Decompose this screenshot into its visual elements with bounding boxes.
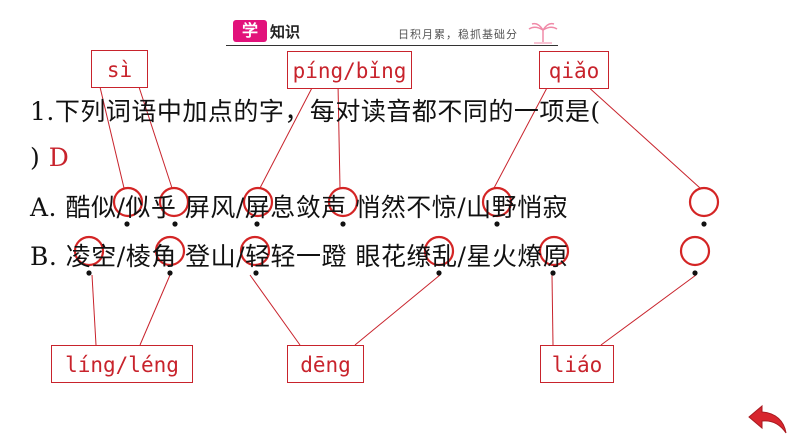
pinyin-box-ping-bing: píng/bǐng xyxy=(287,51,412,89)
section-header: 学 知识 日积月累，稳抓基础分 xyxy=(226,20,558,46)
option-b: B. 凌空/棱角 登山/轻轻一蹬 眼花缭乱/星火燎原 xyxy=(30,242,569,271)
section-tagline: 日积月累，稳抓基础分 xyxy=(398,28,518,41)
pinyin-box-liao: liáo xyxy=(540,345,614,383)
pinyin-box-deng: dēng xyxy=(287,345,364,383)
section-title: 知识 xyxy=(270,23,301,41)
answer-label: D xyxy=(48,143,70,172)
question-stem: 1.下列词语中加点的字，每对读音都不同的一项是( xyxy=(30,97,601,126)
section-badge: 学 xyxy=(233,20,267,42)
pinyin-box-ling-leng: líng/léng xyxy=(51,345,193,383)
pinyin-box-si: sì xyxy=(91,50,148,88)
option-a: A. 酷似/似乎 屏风/屏息敛声 悄然不惊/山野悄寂 xyxy=(30,193,569,222)
highlight-circles xyxy=(73,186,720,267)
back-arrow-icon[interactable] xyxy=(746,398,790,438)
header-divider xyxy=(226,45,558,46)
pinyin-box-qiao: qiǎo xyxy=(539,51,609,89)
question-answer-line: ) D xyxy=(30,143,69,172)
emphasis-dots xyxy=(86,221,707,276)
connector-lines xyxy=(91,83,701,346)
palm-decoration-icon xyxy=(528,22,558,44)
close-paren: ) xyxy=(30,143,41,172)
